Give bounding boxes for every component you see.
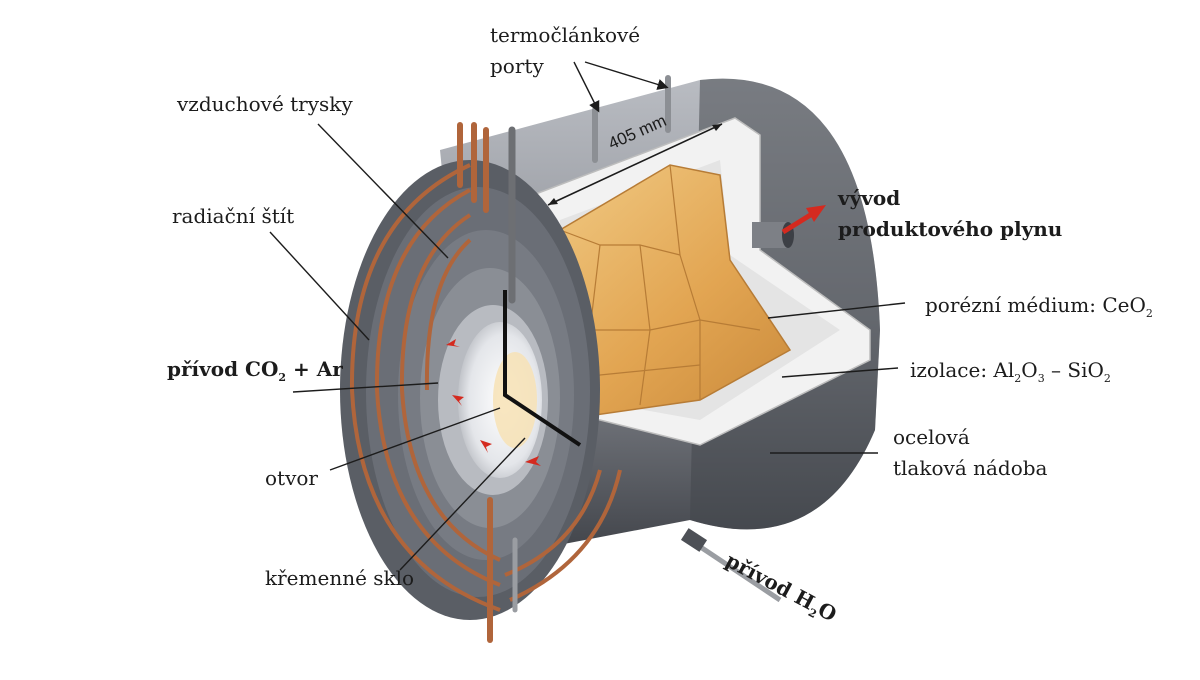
inlet-co2-ar-subscript: 2 bbox=[278, 371, 287, 384]
insulation-text-b: O bbox=[1021, 358, 1038, 382]
radiation-shield-label: radiační štít bbox=[172, 204, 295, 228]
insulation-label: izolace: Al2O3 – SiO2 bbox=[910, 358, 1111, 386]
dimension-indicator bbox=[547, 123, 723, 206]
flow-guide bbox=[503, 290, 582, 447]
leader-lines bbox=[269, 61, 906, 571]
thermocouple-tubes bbox=[457, 75, 671, 643]
quartz-window bbox=[438, 305, 548, 495]
thermocouple-ports-label: termočlánkové porty bbox=[490, 23, 640, 79]
porous-medium-subscript: 2 bbox=[1145, 307, 1153, 320]
insulation-subscript-2: 3 bbox=[1037, 372, 1045, 385]
h2o-inlet-pipe bbox=[680, 528, 782, 603]
outlet-flow-arrow bbox=[781, 205, 826, 235]
inlet-co2-ar-text-b: + Ar bbox=[286, 357, 343, 381]
thermocouple-ports-line2: porty bbox=[490, 54, 544, 78]
pressure-vessel-line2: tlaková nádoba bbox=[893, 456, 1048, 480]
insulation-subscript-3: 2 bbox=[1103, 372, 1111, 385]
outlet-label: vývod produktového plynu bbox=[838, 186, 1062, 242]
inlet-co2-ar-text: přívod CO bbox=[167, 357, 279, 381]
pressure-vessel-line1: ocelová bbox=[893, 425, 970, 449]
radiation-shield-coil bbox=[349, 163, 622, 612]
pressure-vessel-label: ocelová tlaková nádoba bbox=[893, 425, 1047, 481]
insulation-text-a: izolace: Al bbox=[910, 358, 1015, 382]
porous-medium-label: porézní médium: CeO2 bbox=[925, 293, 1153, 321]
outlet-line1: vývod bbox=[838, 186, 901, 210]
thermocouple-ports-line1: termočlánkové bbox=[490, 23, 641, 47]
porous-medium-text: porézní médium: CeO bbox=[925, 293, 1146, 317]
insulation-text-c: – SiO bbox=[1044, 358, 1104, 382]
aperture-label: otvor bbox=[265, 466, 318, 490]
air-jets-label: vzduchové trysky bbox=[177, 92, 353, 116]
quartz-glass-label: křemenné sklo bbox=[265, 566, 415, 590]
outlet-line2: produktového plynu bbox=[838, 217, 1063, 241]
outlet-pipe bbox=[752, 222, 794, 248]
inlet-co2-ar-label: přívod CO2 + Ar bbox=[167, 357, 343, 385]
insulation-subscript-1: 2 bbox=[1014, 372, 1022, 385]
co2-flow-arrows bbox=[446, 339, 541, 466]
